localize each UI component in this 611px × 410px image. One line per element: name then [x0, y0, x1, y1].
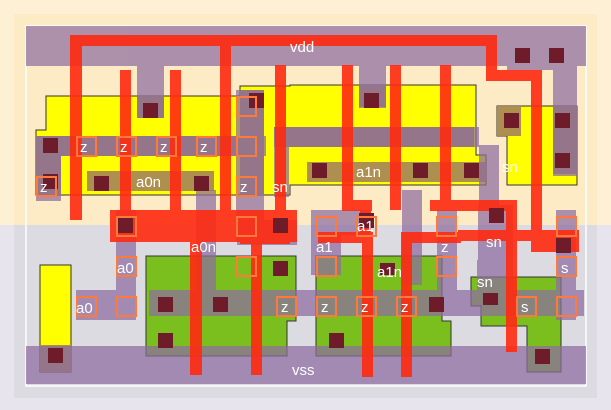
label-z: z	[441, 239, 449, 256]
label-a1: a1	[316, 239, 333, 256]
label-z: z	[80, 139, 88, 156]
label-s: s	[561, 260, 569, 277]
label-a0n: a0n	[136, 174, 161, 191]
contact-layer	[43, 48, 571, 364]
label-z: z	[401, 299, 409, 316]
label-z: z	[40, 179, 48, 196]
pin-layer	[36, 96, 577, 317]
label-a1n: a1n	[377, 264, 402, 281]
label-a1n: a1n	[356, 164, 381, 181]
label-vss: vss	[292, 362, 315, 379]
label-sn: sn	[486, 234, 502, 251]
label-sn: sn	[272, 179, 288, 196]
label-sn: sn	[502, 159, 518, 176]
label-z: z	[160, 139, 168, 156]
label-z: z	[321, 299, 329, 316]
label-vdd: vdd	[290, 39, 314, 56]
label-sn: sn	[477, 274, 493, 291]
label-z: z	[200, 139, 208, 156]
vss-rail	[26, 346, 586, 384]
label-a1: a1	[357, 218, 374, 235]
label-z: z	[361, 299, 369, 316]
label-a0: a0	[117, 260, 134, 277]
label-z: z	[240, 179, 248, 196]
label-z: z	[120, 139, 128, 156]
label-s: s	[521, 299, 529, 316]
label-z: z	[281, 299, 289, 316]
label-a0n: a0n	[191, 239, 216, 256]
net-labels: vdd vss z z z z z z a0n sn a1n sn a0n a1…	[40, 39, 569, 379]
label-a0: a0	[76, 300, 93, 317]
